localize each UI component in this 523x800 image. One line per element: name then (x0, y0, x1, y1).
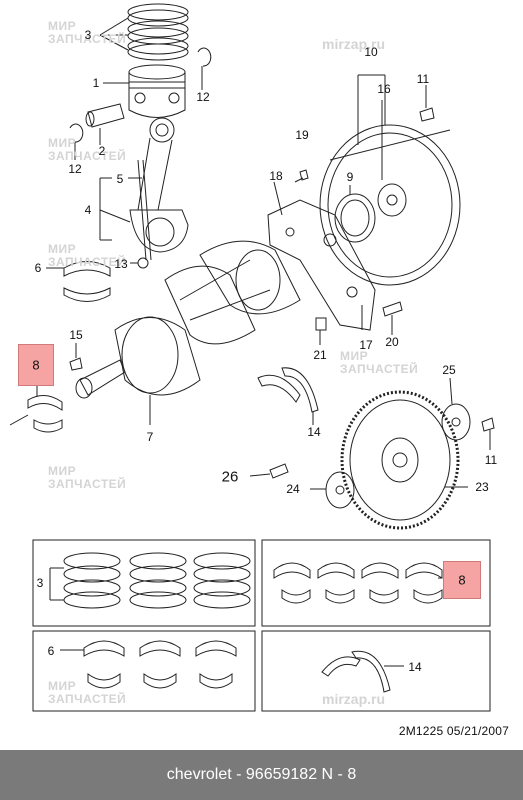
callout-7: 7 (146, 430, 154, 444)
callout-9: 9 (346, 170, 354, 184)
callout-14: 14 (408, 660, 422, 674)
callout-1: 1 (92, 76, 100, 90)
parts-diagram (9, 3, 495, 712)
piston-pin (85, 103, 125, 128)
panel-bearings-6 (32, 630, 256, 712)
circlip (69, 47, 212, 143)
callout-24: 24 (286, 482, 300, 496)
nut (137, 257, 149, 269)
callout-6: 6 (47, 644, 55, 658)
watermark-line1: МИР (340, 349, 369, 363)
callout-8-highlighted: 8 (458, 572, 466, 588)
watermark-line2: ЗАПЧАСТЕЙ (340, 361, 419, 376)
callout-16: 16 (377, 82, 391, 96)
watermark-line1: МИР (48, 242, 77, 256)
watermark: МИР ЗАПЧАСТЕЙ (340, 350, 418, 375)
callout-3: 3 (84, 28, 92, 42)
spacer-plate (325, 471, 355, 509)
watermark: МИР ЗАПЧАСТЕЙ (48, 137, 126, 162)
footer-text: chevrolet - 96659182 N - 8 (166, 766, 357, 783)
flywheel (319, 124, 461, 286)
watermark-line2: ЗАПЧАСТЕЙ (48, 31, 127, 46)
connecting-rod (129, 117, 189, 261)
callout-15: 15 (69, 328, 83, 342)
piston (128, 64, 186, 118)
highlight-box-part-8: 8 (443, 561, 481, 599)
callout-23: 23 (475, 480, 489, 494)
panel-bearings-8 (261, 539, 491, 627)
highlight-box-part-8: 8 (18, 344, 54, 386)
callout-14: 14 (307, 425, 321, 439)
watermark: МИР ЗАПЧАСТЕЙ (48, 20, 126, 45)
crankshaft (75, 240, 301, 399)
callout-4: 4 (84, 203, 92, 217)
thrust-washer (257, 367, 319, 413)
callout-21: 21 (313, 348, 327, 362)
footer-bar: chevrolet - 96659182 N - 8 (0, 750, 523, 800)
callout-5: 5 (116, 172, 124, 186)
callout-12: 12 (68, 162, 82, 176)
panel-thrust-washers (261, 630, 491, 712)
watermark-line2: ЗАПЧАСТЕЙ (48, 254, 127, 269)
watermark: МИР ЗАПЧАСТЕЙ (48, 465, 126, 490)
watermark: МИР ЗАПЧАСТЕЙ (48, 680, 126, 705)
watermark-line1: МИР (48, 19, 77, 33)
watermark-line1: МИР (48, 679, 77, 693)
callout-25: 25 (442, 363, 456, 377)
callout-13: 13 (114, 257, 128, 271)
bolt (481, 417, 495, 432)
piston-rings (127, 3, 189, 61)
watermark-line1: МИР (48, 136, 77, 150)
callout-11: 11 (416, 72, 430, 86)
callout-26: 26 (221, 468, 239, 486)
bolt (419, 85, 435, 122)
callout-12: 12 (196, 90, 210, 104)
watermark-line1: МИР (48, 464, 77, 478)
spacer-plate (441, 403, 471, 441)
callout-20: 20 (385, 335, 399, 349)
watermark-line2: ЗАПЧАСТЕЙ (48, 691, 127, 706)
oil-seal (334, 193, 376, 243)
watermark-line2: ЗАПЧАСТЕЙ (48, 476, 127, 491)
bolt (269, 463, 289, 479)
key (69, 357, 83, 371)
callout-18: 18 (269, 169, 283, 183)
bolt (294, 169, 309, 183)
drawing-code: 2M1225 05/21/2007 (398, 724, 509, 738)
callout-8-highlighted: 8 (32, 357, 40, 373)
callout-3: 3 (36, 576, 44, 590)
callout-6: 6 (34, 261, 42, 275)
callout-19: 19 (295, 128, 309, 142)
bolt (382, 301, 403, 317)
watermark-url: mirzap.ru (322, 36, 386, 52)
watermark-url: mirzap.ru (322, 691, 386, 707)
flexplate (340, 390, 460, 530)
callout-11: 11 (484, 453, 498, 467)
watermark: МИР ЗАПЧАСТЕЙ (48, 243, 126, 268)
bearing-shell (63, 261, 111, 302)
dowel-pin (315, 317, 327, 331)
callout-2: 2 (98, 144, 106, 158)
panel-rings (32, 539, 256, 627)
callout-10: 10 (364, 45, 378, 59)
callout-17: 17 (359, 338, 373, 352)
bearing-shell (27, 395, 63, 433)
watermark-line2: ЗАПЧАСТЕЙ (48, 148, 127, 163)
